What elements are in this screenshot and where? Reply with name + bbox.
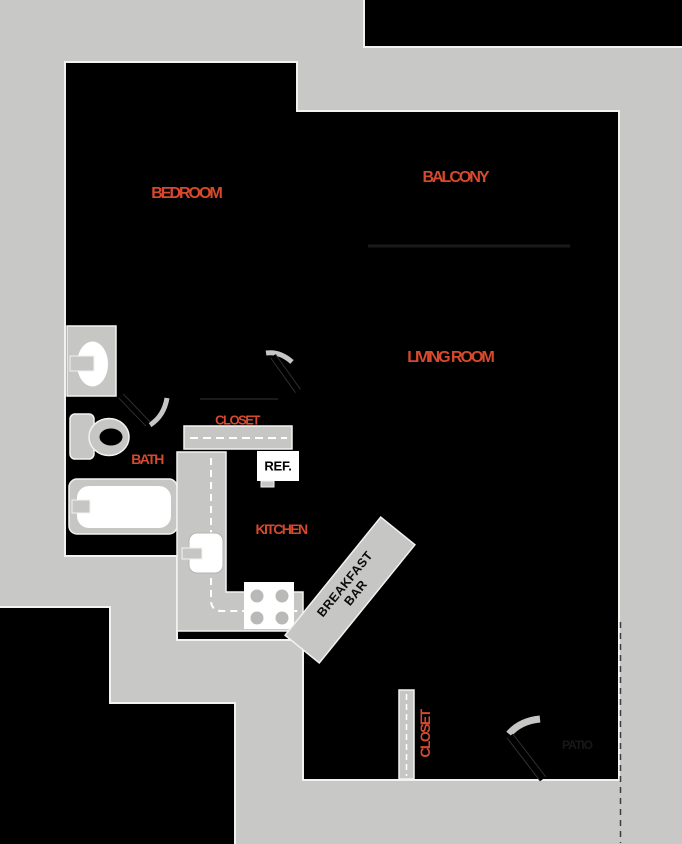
stove-burner <box>250 611 264 625</box>
bedroom-door-leaf <box>270 354 301 393</box>
bath-door-arc-icon <box>148 397 170 428</box>
bathroom-faucet <box>69 355 95 372</box>
hall-closet-rod <box>183 425 293 450</box>
toilet-bowl-opening <box>99 428 123 446</box>
adjacent-unit-bottom-wall <box>0 606 236 844</box>
adjacent-unit-top-wall <box>363 0 682 48</box>
closet-label: CLOSET <box>215 412 260 428</box>
entry-door-arc-icon <box>506 715 541 737</box>
entry-door-leaf <box>507 734 546 781</box>
stove-burner <box>275 611 289 625</box>
refrigerator-handle <box>260 480 275 488</box>
kitchen-label: KITCHEN <box>255 521 308 537</box>
refrigerator <box>257 451 299 481</box>
kitchen-counter <box>176 451 304 632</box>
kitchen-fixtures <box>176 451 416 664</box>
kitchen-faucet <box>181 547 203 560</box>
stove-burner <box>275 589 289 603</box>
kitchen-counter-dashes <box>210 458 299 612</box>
bedroom-label: BEDROOM <box>151 185 223 202</box>
living-room-label: LIVING ROOM <box>407 349 495 366</box>
bathtub-basin <box>77 486 171 528</box>
stove-burner <box>250 589 264 603</box>
doors <box>118 350 547 782</box>
bathroom-fixtures <box>66 325 178 535</box>
bathtub-faucet <box>71 499 91 514</box>
bedroom-door-arc-icon <box>265 350 294 364</box>
balcony-label: BALCONY <box>422 169 489 186</box>
entry-closet-label: CLOSET <box>417 710 433 758</box>
patio-label: PATIO <box>562 738 593 752</box>
bath-label: BATH <box>131 451 164 467</box>
bath-door-leaf <box>119 394 150 426</box>
breakfast-bar <box>284 516 416 664</box>
refrigerator-label: REF. <box>264 458 292 474</box>
